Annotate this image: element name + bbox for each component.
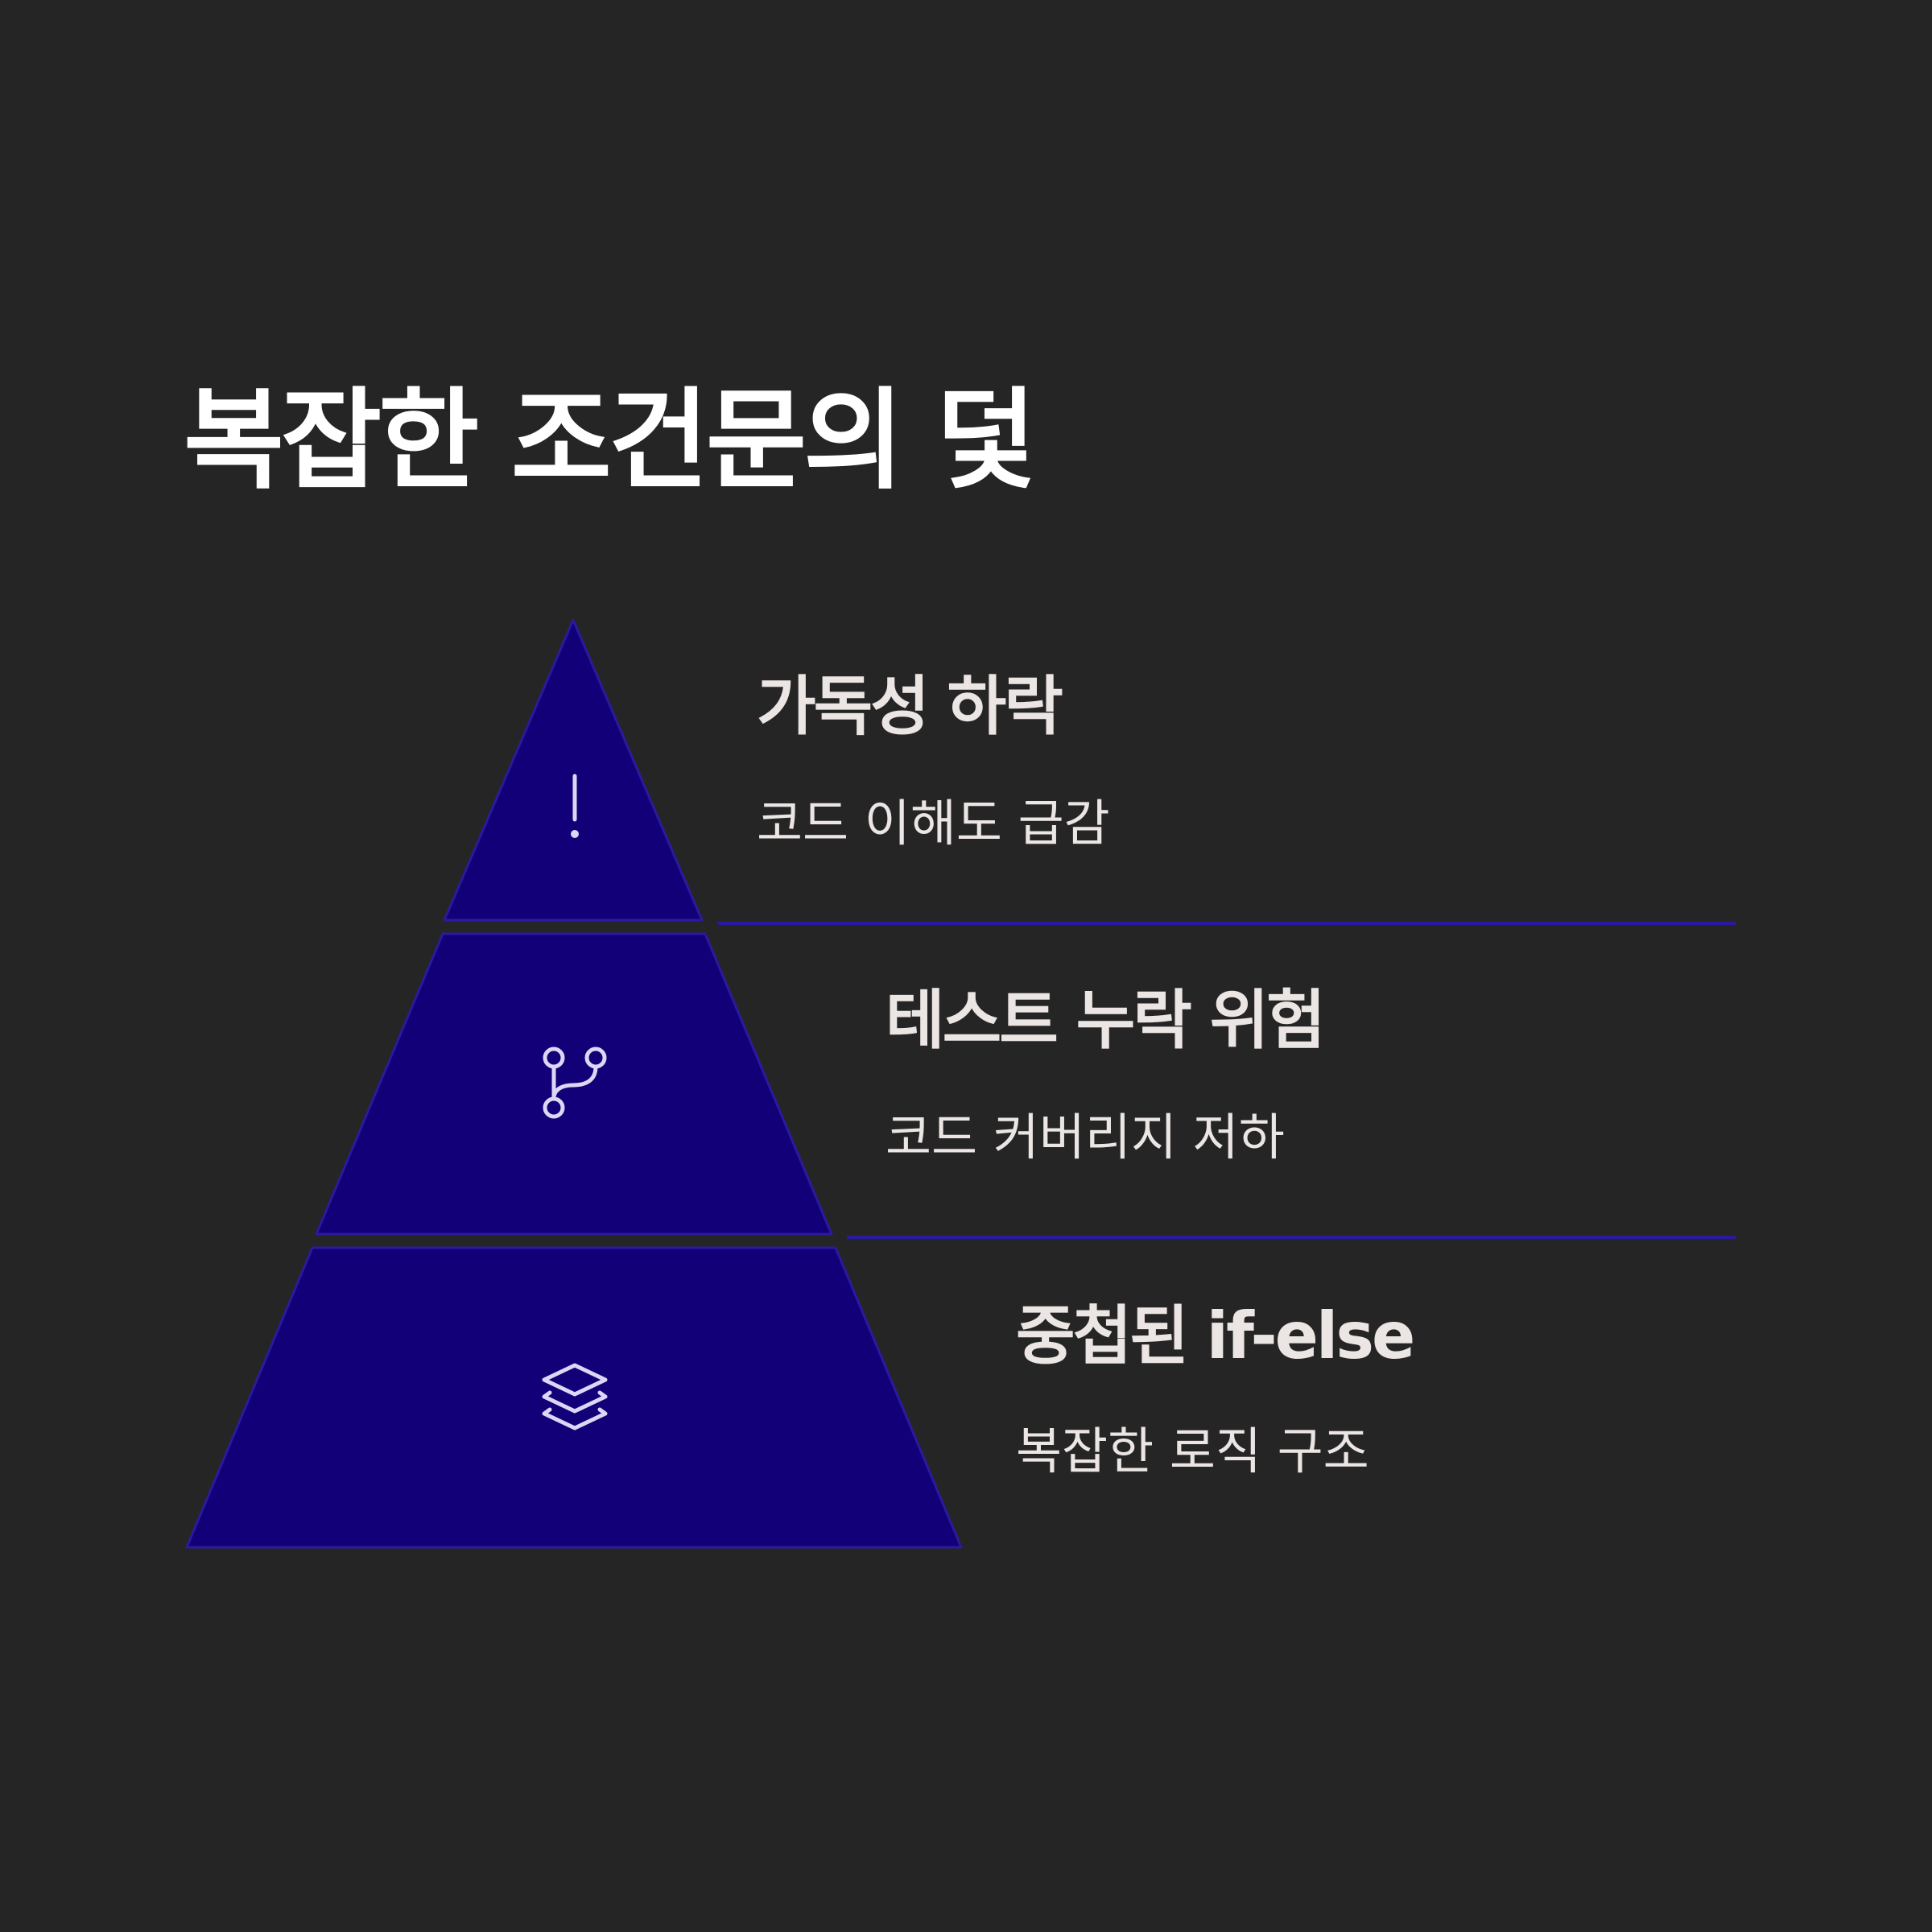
layers-icon (542, 1363, 608, 1430)
git-branch-icon (543, 1046, 607, 1119)
level-3-heading: 중첩된 if-else (1016, 1298, 1415, 1373)
page-title: 복잡한 조건문의 덫 (184, 378, 1037, 505)
pyramid-tier-3 (185, 1246, 963, 1549)
level-3-description: 복잡한 로직 구조 (1016, 1422, 1369, 1480)
exclamation-icon (571, 774, 579, 838)
level-2-description: 코드 커버리지 저하 (886, 1108, 1285, 1166)
level-2-heading: 테스트 누락 위험 (886, 983, 1326, 1058)
pyramid-tier-1 (443, 618, 704, 922)
level-1-heading: 가독성 하락 (757, 669, 1063, 744)
level-1-description: 코드 이해도 급감 (757, 794, 1110, 852)
